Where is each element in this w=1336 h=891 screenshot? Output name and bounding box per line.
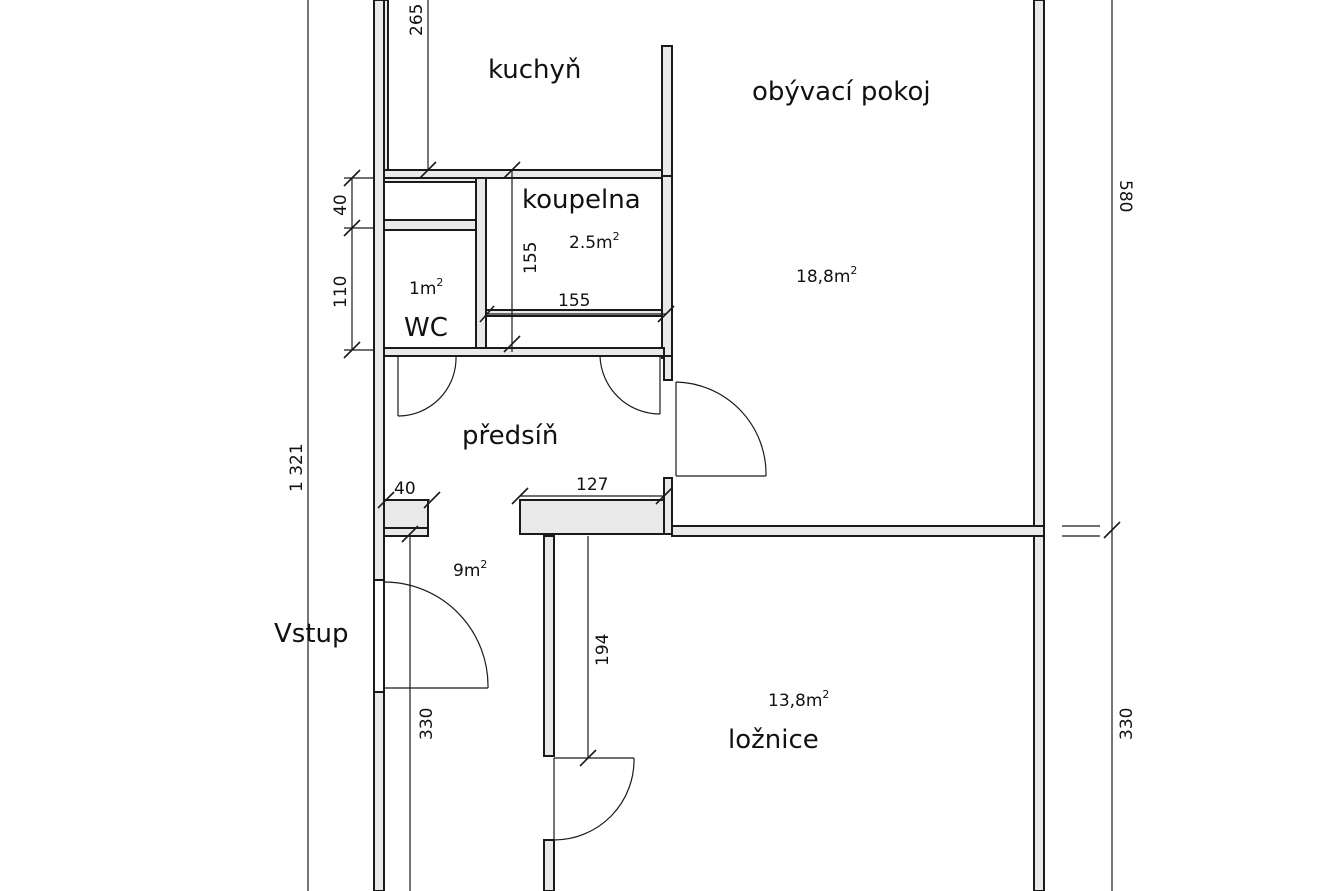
room-label-wc: WC <box>404 313 448 343</box>
doors <box>383 355 767 841</box>
dim-label-lower-left: 330 <box>417 708 437 740</box>
dim-label-kitchen-height: 265 <box>407 4 427 36</box>
dim-label-hall-wall: 127 <box>576 475 608 495</box>
area-label-bathroom: 2.5m2 <box>569 230 620 253</box>
room-label-kitchen: kuchyň <box>488 55 581 85</box>
dim-label-bedroom-door: 194 <box>593 634 613 666</box>
dimension-labels: 265 40 110 155 155 1 321 40 127 194 330 … <box>287 4 1137 740</box>
room-label-entrance: Vstup <box>274 619 349 649</box>
dim-label-bath-height: 155 <box>521 242 541 274</box>
dim-label-right-lower: 330 <box>1117 708 1137 740</box>
area-label-living: 18,8m2 <box>796 264 857 287</box>
room-label-bathroom: koupelna <box>522 185 641 215</box>
room-label-bedroom: ložnice <box>728 725 819 755</box>
interior-lines <box>377 0 675 891</box>
dim-label-right-upper: 580 <box>1115 180 1135 212</box>
walls <box>373 0 1045 891</box>
area-labels: 18,8m2 2.5m2 1m2 9m2 13,8m2 <box>409 230 857 711</box>
right-dimension-lines <box>1062 0 1121 891</box>
room-label-hall: předsíň <box>462 421 558 451</box>
dim-label-upper-gap: 40 <box>331 194 351 216</box>
area-label-bedroom: 13,8m2 <box>768 688 829 711</box>
room-labels: kuchyň obývací pokoj koupelna WC předsíň… <box>274 55 931 755</box>
room-label-living: obývací pokoj <box>752 77 931 107</box>
left-dimension-lines <box>307 0 380 891</box>
dim-label-total-left: 1 321 <box>287 443 307 492</box>
area-label-hall: 9m2 <box>453 558 487 581</box>
dim-label-bath-width: 155 <box>558 291 590 311</box>
area-label-wc: 1m2 <box>409 276 443 299</box>
dim-label-hall-short: 40 <box>394 479 416 499</box>
dim-label-wc-height: 110 <box>331 276 351 308</box>
